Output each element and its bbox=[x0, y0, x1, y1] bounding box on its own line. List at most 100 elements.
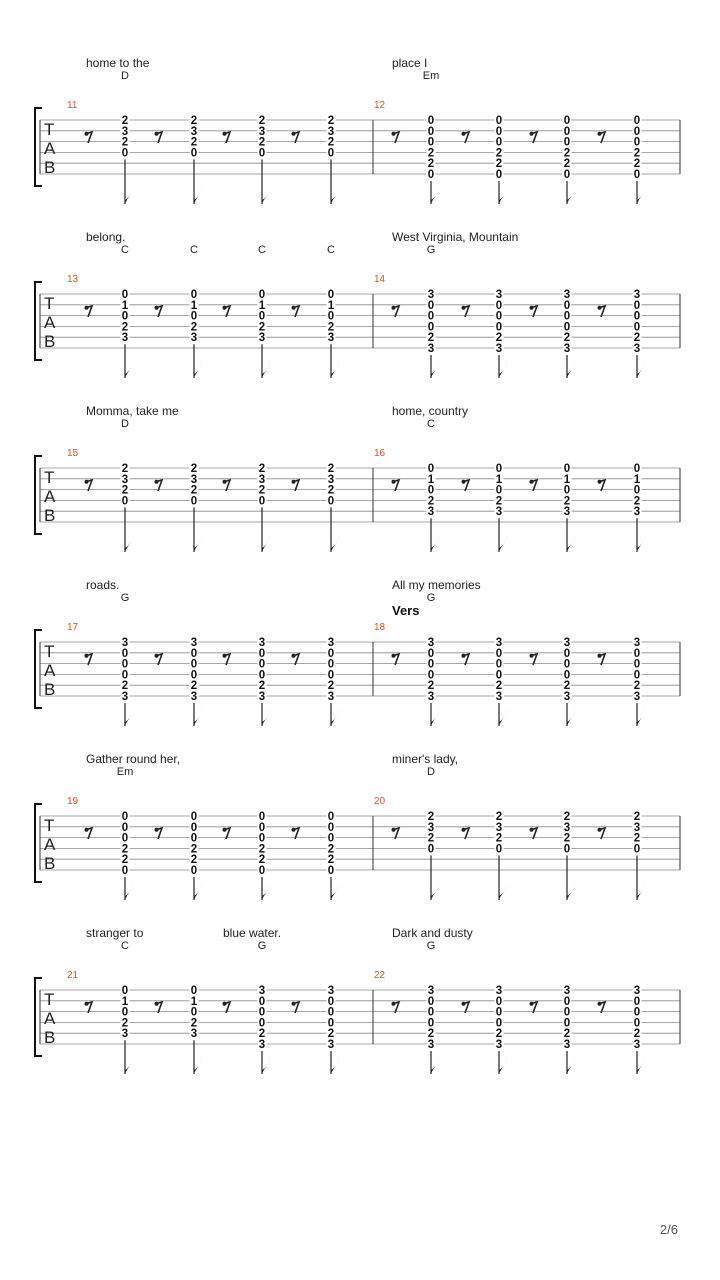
fret-number: 0 bbox=[496, 659, 502, 671]
fret-number: 2 bbox=[634, 833, 640, 845]
eighth-rest bbox=[154, 304, 164, 318]
fret-bg bbox=[632, 463, 642, 473]
fret-number: 0 bbox=[122, 495, 128, 507]
fret-bg bbox=[562, 680, 572, 691]
fret-bg bbox=[426, 136, 436, 147]
fret-number: 0 bbox=[259, 495, 265, 507]
fret-number: 3 bbox=[259, 332, 265, 344]
note-flag bbox=[431, 186, 439, 204]
fret-number: 3 bbox=[122, 691, 128, 703]
rest-stroke bbox=[461, 652, 471, 666]
fret-bg bbox=[426, 299, 436, 310]
fret-number: 0 bbox=[634, 321, 640, 333]
fret-number: 0 bbox=[259, 1007, 265, 1019]
fret-number: 2 bbox=[191, 843, 197, 855]
rest-stroke bbox=[597, 304, 607, 318]
fret-number: 2 bbox=[428, 158, 434, 170]
fret-bg bbox=[494, 821, 504, 832]
fret-number: 2 bbox=[428, 495, 434, 507]
fret-number: 3 bbox=[496, 985, 502, 997]
tab-clef-letter: B bbox=[44, 332, 55, 351]
fret-bg bbox=[326, 637, 336, 647]
fret-bg bbox=[632, 158, 642, 169]
tab-clef-letter: B bbox=[44, 680, 55, 699]
fret-bg bbox=[189, 985, 199, 995]
eighth-rest bbox=[154, 826, 164, 840]
measure-number: 12 bbox=[374, 100, 386, 111]
rest-stroke bbox=[84, 478, 94, 492]
fret-bg bbox=[494, 310, 504, 321]
fret-bg bbox=[257, 484, 267, 495]
fret-bg bbox=[326, 473, 336, 484]
fret-number: 3 bbox=[259, 637, 265, 649]
fret-number: 0 bbox=[564, 659, 570, 671]
note-flag bbox=[637, 186, 645, 204]
fret-number: 2 bbox=[564, 158, 570, 170]
fret-bg bbox=[426, 147, 436, 158]
fret-number: 3 bbox=[496, 343, 502, 355]
eighth-rest bbox=[391, 130, 401, 144]
fret-bg bbox=[426, 473, 436, 484]
fret-number: 2 bbox=[496, 833, 502, 845]
fret-number: 2 bbox=[428, 332, 434, 344]
fret-bg bbox=[189, 865, 199, 875]
fret-bg bbox=[120, 125, 130, 136]
note-flag bbox=[499, 186, 507, 204]
fret-bg bbox=[326, 484, 336, 495]
fret-number: 2 bbox=[428, 147, 434, 159]
rest-stroke bbox=[461, 1000, 471, 1014]
rest-stroke bbox=[291, 1000, 301, 1014]
tab-clef-letter: T bbox=[44, 816, 54, 835]
fret-bg bbox=[120, 865, 130, 875]
fret-number: 0 bbox=[634, 126, 640, 138]
fret-bg bbox=[326, 147, 336, 158]
fret-bg bbox=[326, 647, 336, 658]
fret-number: 3 bbox=[496, 1039, 502, 1051]
fret-bg bbox=[494, 680, 504, 691]
eighth-rest bbox=[391, 478, 401, 492]
fret-bg bbox=[426, 680, 436, 691]
fret-number: 0 bbox=[191, 822, 197, 834]
fret-bg bbox=[189, 289, 199, 299]
fret-bg bbox=[326, 321, 336, 332]
fret-bg bbox=[189, 1017, 199, 1028]
fret-bg bbox=[632, 125, 642, 136]
fret-bg bbox=[494, 147, 504, 158]
fret-number: 2 bbox=[496, 147, 502, 159]
fret-number: 2 bbox=[496, 680, 502, 692]
measure-number: 22 bbox=[374, 970, 386, 981]
eighth-rest bbox=[597, 130, 607, 144]
eighth-rest bbox=[461, 304, 471, 318]
system-bracket bbox=[34, 629, 42, 709]
fret-number: 2 bbox=[634, 495, 640, 507]
fret-number: 2 bbox=[328, 485, 334, 497]
note-flag bbox=[194, 186, 202, 204]
fret-bg bbox=[189, 658, 199, 669]
fret-number: 3 bbox=[428, 985, 434, 997]
eighth-rest bbox=[222, 652, 232, 666]
fret-bg bbox=[426, 1039, 436, 1049]
note-flag bbox=[194, 708, 202, 726]
fret-number: 0 bbox=[496, 485, 502, 497]
fret-bg bbox=[562, 473, 572, 484]
fret-bg bbox=[257, 495, 267, 506]
fret-bg bbox=[426, 169, 436, 179]
fret-number: 0 bbox=[328, 1007, 334, 1019]
fret-bg bbox=[120, 299, 130, 310]
eighth-rest bbox=[391, 652, 401, 666]
fret-bg bbox=[257, 332, 267, 343]
fret-number: 2 bbox=[122, 843, 128, 855]
fret-bg bbox=[120, 147, 130, 158]
fret-bg bbox=[326, 832, 336, 843]
lyric-text: home to the bbox=[86, 56, 150, 70]
fret-number: 3 bbox=[259, 126, 265, 138]
eighth-rest bbox=[84, 130, 94, 144]
system-bracket bbox=[34, 803, 42, 883]
eighth-rest bbox=[529, 826, 539, 840]
fret-number: 2 bbox=[428, 680, 434, 692]
fret-bg bbox=[189, 463, 199, 473]
fret-bg bbox=[189, 647, 199, 658]
fret-bg bbox=[632, 506, 642, 517]
fret-number: 3 bbox=[634, 822, 640, 834]
note-flag bbox=[262, 1056, 270, 1074]
